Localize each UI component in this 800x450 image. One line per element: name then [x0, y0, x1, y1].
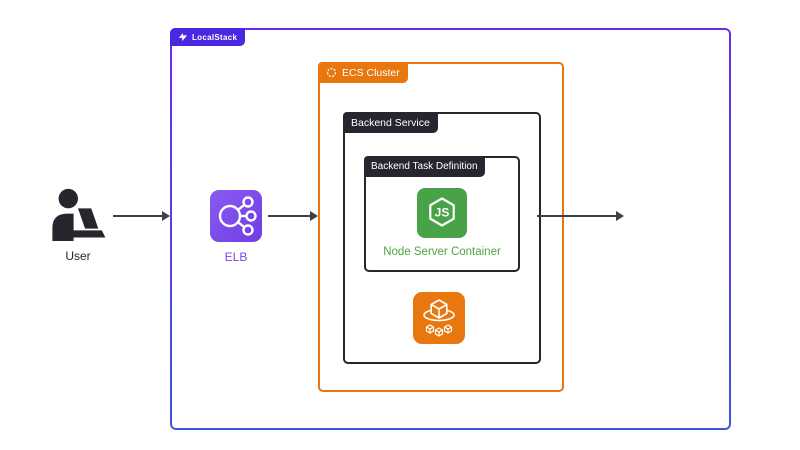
- ecs-cluster-container: ECS Cluster Backend Service Backend Task…: [318, 62, 564, 392]
- user-icon: [52, 188, 106, 241]
- ecs-cluster-tab: ECS Cluster: [318, 62, 408, 83]
- arrow-user-to-elb: [113, 211, 170, 221]
- user-node: User: [38, 188, 118, 263]
- ecs-icon: [413, 292, 465, 344]
- ecs-cluster-icon: [326, 67, 337, 78]
- localstack-label: LocalStack: [192, 32, 238, 42]
- node-server-node: JS Node Server Container: [366, 188, 518, 258]
- elb-node: ELB: [186, 190, 286, 264]
- user-label: User: [65, 249, 91, 263]
- elb-label: ELB: [224, 250, 248, 264]
- backend-task-definition-label: Backend Task Definition: [371, 161, 478, 172]
- localstack-container: LocalStack ECS Cluster Backend Service B…: [170, 28, 731, 430]
- backend-task-definition-container: Backend Task Definition JS Node Server C…: [364, 156, 520, 272]
- nodejs-icon: JS: [417, 188, 467, 238]
- nodejs-js-text: JS: [435, 206, 450, 220]
- arrow-elb-to-ecs-cluster: [268, 211, 318, 221]
- arrow-backend-to-ecr: [537, 211, 624, 221]
- node-server-label: Node Server Container: [383, 246, 501, 258]
- localstack-tab: LocalStack: [170, 28, 246, 46]
- elb-icon: [210, 190, 262, 242]
- ecs-cluster-label: ECS Cluster: [342, 66, 400, 79]
- backend-task-definition-tab: Backend Task Definition: [364, 156, 485, 177]
- backend-service-label: Backend Service: [351, 116, 430, 129]
- backend-service-tab: Backend Service: [343, 112, 438, 133]
- backend-service-container: Backend Service Backend Task Definition …: [343, 112, 541, 364]
- localstack-logo-icon: [178, 32, 188, 42]
